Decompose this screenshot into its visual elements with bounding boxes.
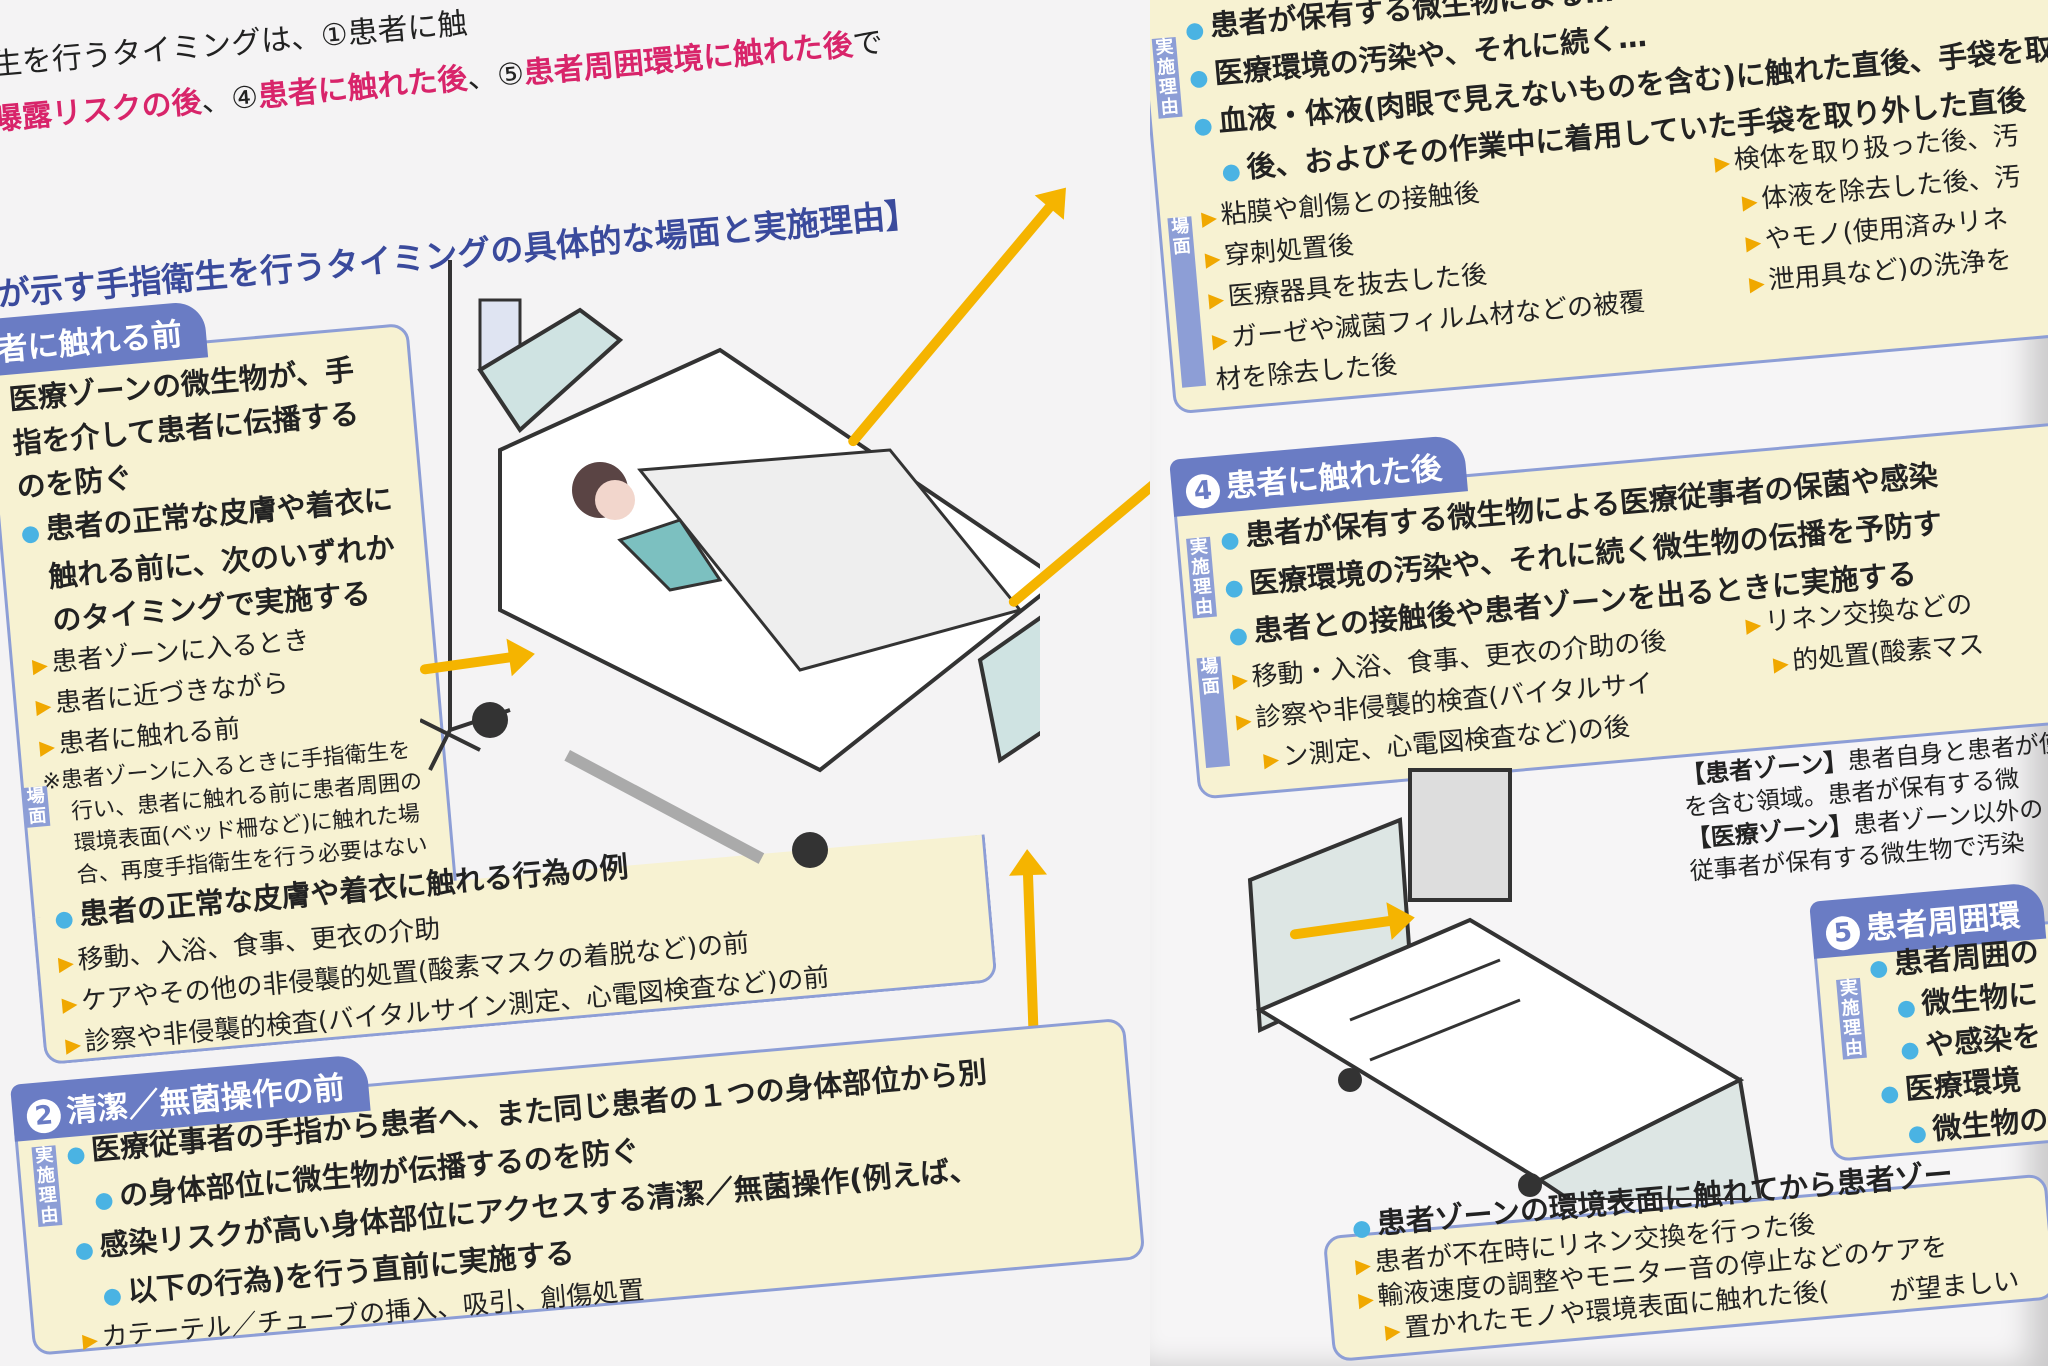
scene-tag: 場面 (22, 785, 51, 828)
number-badge: 2 (25, 1097, 63, 1135)
box3: 実施理由 場面 患者が保有する微生物による… 医療環境の汚染や、それに続く… 血… (1150, 0, 2048, 418)
right-page: 実施理由 場面 患者が保有する微生物による… 医療環境の汚染や、それに続く… 血… (1150, 0, 2048, 1366)
timing-4-text: 患者に触れた後 (256, 61, 469, 115)
left-page: 生を行うタイミングは、①患者に触 曝露リスクの後、④患者に触れた後、⑤患者周囲環… (0, 0, 1190, 1366)
box4: 4患者に触れた後 実施理由 場面 患者が保有する微生物による医療従事者の保菌や感… (1169, 387, 2048, 800)
empty-bed-illustration (1247, 768, 1763, 1200)
number-badge: 4 (1184, 472, 1222, 510)
sep: で (851, 25, 885, 63)
timing-5-text: 患者周囲環境に触れた後 (522, 27, 855, 92)
box5-content: 患者周囲の 微生物に や感染を 医療環境 微生物の (1867, 932, 2048, 1156)
box3-col2: 検体を取り扱った後、汚 体液を除去した後、汚 やモノ(使用済みリネ 泄用具など)… (1713, 116, 2032, 306)
box5: 5患者周囲環 実施理由 患者周囲の 微生物に や感染を 医療環境 微生物の (1809, 881, 2048, 1163)
number-badge: 5 (1824, 914, 1862, 952)
sep: 、④ (199, 79, 260, 120)
patient-bed-illustration (420, 260, 1040, 868)
timing-3-text: 曝露リスクの後 (0, 84, 203, 138)
sep: 、⑤ (465, 56, 526, 97)
